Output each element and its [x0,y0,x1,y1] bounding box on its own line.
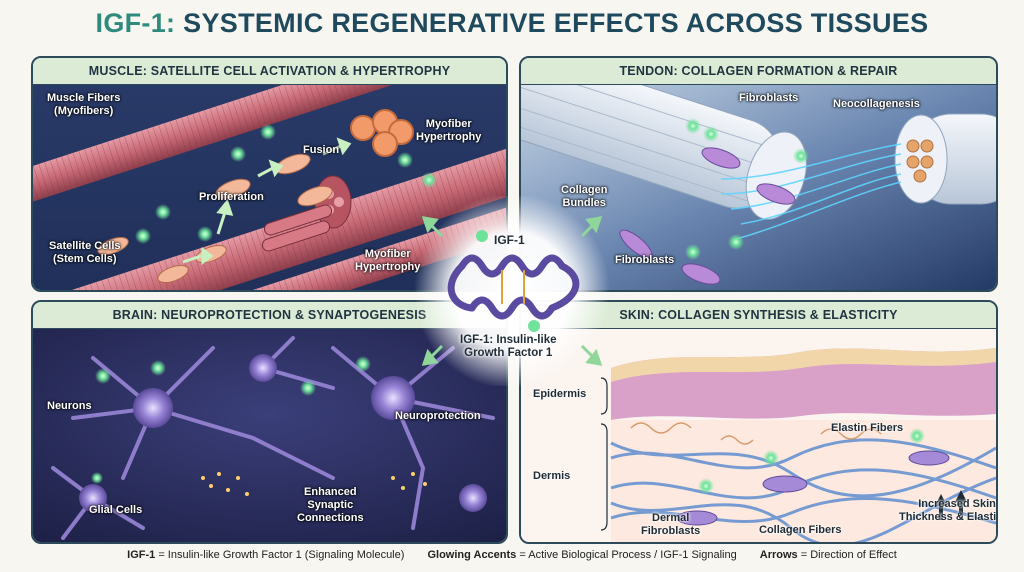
upward-arrows [935,490,967,520]
fused-myotube [350,109,414,157]
synapse-sparks [201,472,427,496]
muscle-fiber [33,84,506,212]
brain-panel: BRAIN: NEUROPROTECTION & SYNAPTOGENESIS [31,300,508,544]
legend-item: Glowing Accents = Active Biological Proc… [427,549,737,561]
neocollagenesis-label: Neocollagenesis [833,98,920,110]
glial-cells-label: Glial Cells [89,504,143,516]
muscle-panel-header: MUSCLE: SATELLITE CELL ACTIVATION & HYPE… [33,58,506,85]
neuroprotection-label: Neuroprotection [395,410,481,422]
igf1-signal-dots [698,428,925,494]
fibroblasts-top-label: Fibroblasts [739,92,799,104]
tendon-panel-header: TENDON: COLLAGEN FORMATION & REPAIR [521,58,996,85]
fibroblast-cells [619,147,796,285]
skin-illustration [521,328,996,542]
igf1-molecule [414,193,610,389]
igf1-center-label: IGF-1 [494,233,525,247]
legend: IGF-1 = Insulin-like Growth Factor 1 (Si… [0,549,1024,561]
legend-item: Arrows = Direction of Effect [759,549,897,561]
legend-item: IGF-1 = Insulin-like Growth Factor 1 (Si… [127,549,405,561]
collagen-fibers-label: Collagen Fibers [759,524,842,536]
page-title: IGF-1: SYSTEMIC REGENERATIVE EFFECTS ACR… [95,8,929,38]
process-arrows [182,137,352,265]
igf1-signal-dots [135,124,437,244]
muscle-panel: MUSCLE: SATELLITE CELL ACTIVATION & HYPE… [31,56,508,292]
dermal-fibroblast-cells [676,450,950,526]
fibroblasts-bottom-label: Fibroblasts [615,254,675,266]
neurons-label: Neurons [47,400,92,412]
neocollagen-strands [720,143,902,240]
epidermis-label: Epidermis [533,388,587,400]
elastin-fiber-curls [630,422,882,445]
skin-panel: SKIN: COLLAGEN SYNTHESIS & ELASTICITY [519,300,998,544]
dermis-label: Dermis [533,470,571,482]
collagen-bundle-right [894,113,996,205]
fusion-label: Fusion [303,144,340,156]
protein-helix [447,254,580,320]
proliferation-label: Proliferation [199,191,264,203]
myofiber-bundle-cross-section [261,175,352,252]
disulfide-bonds [501,270,525,304]
satellite-cells [97,153,333,284]
tendon-illustration [521,84,996,290]
igf1-signal-dots [91,356,371,484]
center-arrows [421,216,603,366]
elastin-fibers-label: Elastin Fibers [831,422,904,434]
tendon-panel: TENDON: COLLAGEN FORMATION & REPAIR [519,56,998,292]
satellite-cells-label: Satellite Cells(Stem Cells) [49,240,121,265]
layer-brackets [600,377,608,531]
muscle-fibers-label: Muscle Fibers(Myofibers) [47,92,121,117]
igf1-signal-dots [685,118,809,260]
neuron-cell-bodies [79,354,487,512]
